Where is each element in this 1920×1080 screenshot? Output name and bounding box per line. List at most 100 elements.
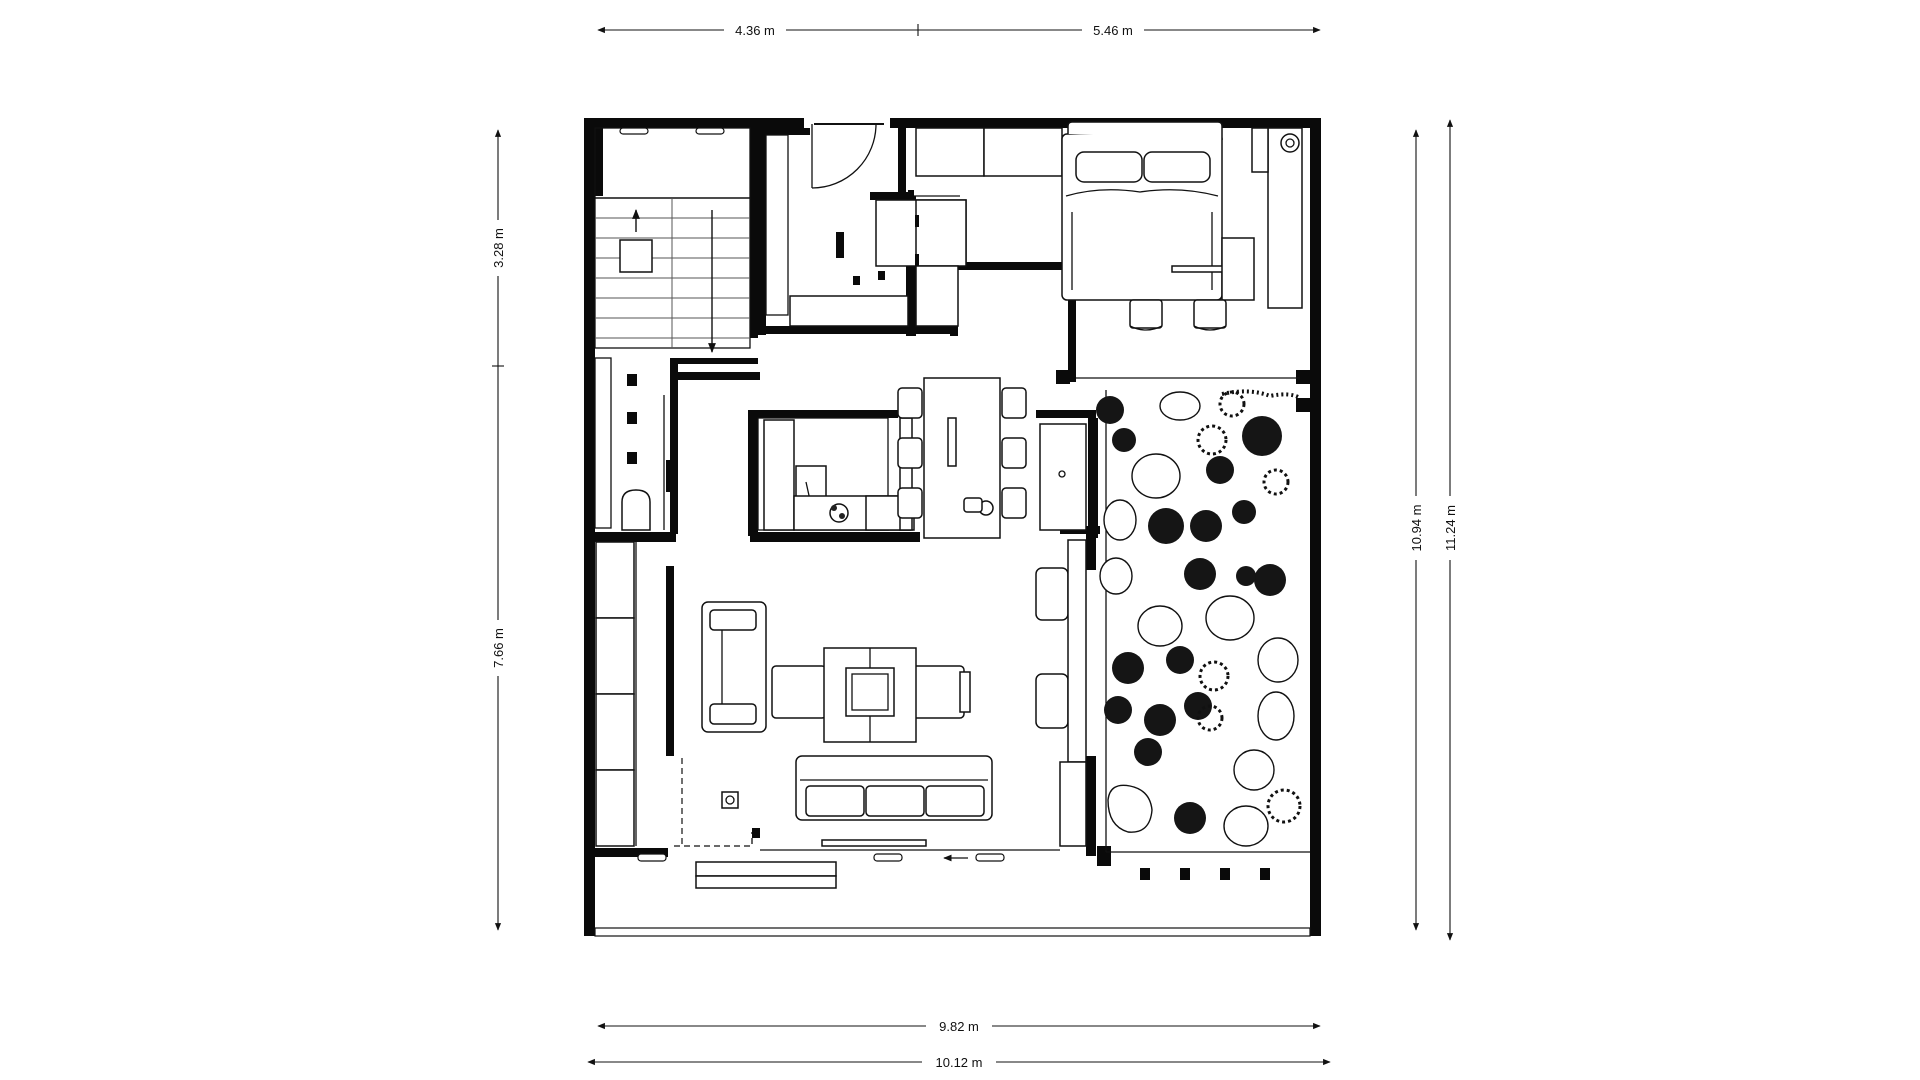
shrub (1096, 396, 1124, 424)
wall-entry-left (595, 118, 603, 196)
plant-leaf (831, 505, 837, 511)
pouf (771, 665, 827, 719)
plant-leaf (839, 513, 845, 519)
cabinet-right (1059, 761, 1087, 847)
garden-light (1260, 868, 1270, 880)
step-light (975, 853, 1005, 862)
bathroom-right (1036, 410, 1096, 531)
pillow-right (1143, 151, 1211, 183)
pouf-edge (959, 671, 971, 713)
wardrobe-strip (765, 134, 789, 316)
wall-bath-door-jamb (666, 460, 678, 492)
cabinet-handle (915, 254, 919, 266)
stepping-stone (1257, 691, 1295, 741)
stepping-stone (1137, 605, 1183, 647)
hedge-ring (1262, 468, 1290, 496)
stepping-stone (1159, 391, 1201, 421)
step-light (873, 853, 903, 862)
plant-pot-icon (1280, 133, 1300, 153)
dim-top-right: 5.46 m (1093, 23, 1133, 38)
shelf-unit (595, 617, 635, 695)
chair (1193, 299, 1227, 329)
wall-closet-top (750, 128, 810, 135)
bench-back (1067, 539, 1087, 763)
dimension-lines: 4.36 m 5.46 m 9.82 m 10.12 m 3.28 m 7.66… (488, 20, 1460, 1072)
bed-headboard (1067, 121, 1223, 140)
dim-label-bg (926, 1016, 992, 1036)
wall-hall-left (670, 358, 678, 534)
wall-mid-left (584, 532, 676, 542)
stepping-stone (1233, 749, 1275, 791)
shrub (1236, 566, 1256, 586)
floor-lamp-base (721, 791, 739, 809)
dining-chair (897, 387, 923, 419)
wall-south-a (584, 848, 668, 857)
cabinet-handle (915, 215, 919, 227)
shrub (1166, 646, 1194, 674)
dim-right-outer: 11.24 m (1443, 505, 1458, 551)
hedge-ring (1196, 704, 1224, 732)
dim-left-upper: 3.28 m (491, 228, 506, 268)
dim-label-bg (488, 620, 508, 676)
terrace-bench (695, 861, 837, 877)
dining-chair (1001, 437, 1027, 469)
stair-treads (595, 198, 750, 348)
drain-icon (1058, 470, 1066, 478)
table-runner (947, 417, 957, 467)
wall-mid-kitchen (750, 532, 920, 542)
chair-back (1129, 325, 1163, 331)
stepping-stone (1205, 595, 1255, 641)
dining-chair (1001, 487, 1027, 519)
closet-corner (908, 190, 914, 196)
shrub (1206, 456, 1234, 484)
pouf (911, 665, 965, 719)
fixture-dot (627, 374, 637, 386)
armchair-arm (709, 609, 757, 631)
shrub (1174, 802, 1206, 834)
cabinet-low (789, 295, 909, 327)
wall-room2-shelf-top (870, 192, 910, 200)
kitchen (757, 417, 915, 531)
door-swing-icon (811, 123, 877, 189)
dining-chair (897, 487, 923, 519)
shelf-small (1251, 127, 1269, 173)
dim-top-left: 4.36 m (735, 23, 775, 38)
wall-garden-post (1296, 398, 1310, 412)
garden (1096, 389, 1310, 880)
wall-kitchen-left (748, 410, 758, 536)
floor-lamp-icon (725, 795, 735, 805)
entry-light (619, 127, 649, 135)
shrub (1134, 738, 1162, 766)
dim-bottom-inner: 9.82 m (939, 1019, 979, 1034)
step-light (637, 853, 667, 862)
dim-left-lower: 7.66 m (491, 628, 506, 668)
fixture-dot (853, 276, 860, 285)
bench-seat (1035, 567, 1069, 621)
wall-bath2-right (1088, 418, 1098, 538)
stairs (594, 127, 751, 353)
wall-stair-right (750, 118, 758, 338)
bench-seat (1035, 673, 1069, 729)
entry-light (695, 127, 725, 135)
wall-bath-top (670, 372, 760, 380)
bed-blanket-fold (1065, 189, 1219, 197)
fixture-dot (627, 412, 637, 424)
dim-label-bg (1082, 20, 1144, 40)
living-room (595, 539, 1087, 889)
dining-chair (1001, 387, 1027, 419)
shrub (1144, 704, 1176, 736)
wall-room2-bottom (758, 326, 956, 334)
shelf-unit (595, 769, 635, 847)
sliding-panel (821, 839, 927, 847)
stepping-stone (1099, 557, 1133, 595)
nightstand (1221, 237, 1255, 301)
bath2-top-wall (1036, 410, 1096, 418)
shrub (1184, 558, 1216, 590)
hanger-rod (836, 232, 844, 258)
hedge-border (1221, 389, 1302, 400)
bedroom (1061, 121, 1303, 331)
wall-bedroom-left (1068, 262, 1076, 382)
dim-right-inner: 10.94 m (1409, 505, 1424, 552)
bed-sheet-edges (1071, 212, 1213, 290)
